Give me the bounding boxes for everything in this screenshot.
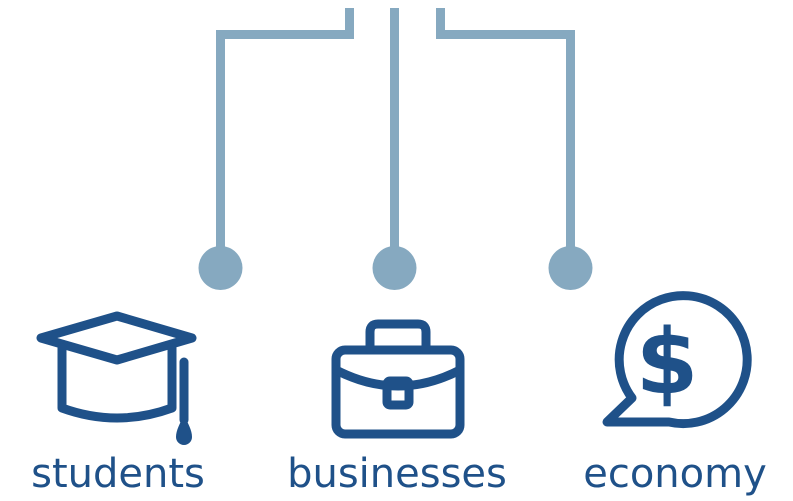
label-businesses: businesses [287,451,507,497]
label-students: students [31,451,205,497]
connector-dot-businesses [372,246,417,290]
tassel-drop-icon [176,414,192,445]
connector-dot-students [198,246,243,290]
connector-dot-economy [548,246,593,290]
dollar-speech-bubble-icon: $ [602,291,752,429]
graduation-cap-icon [36,311,197,425]
connector-line-economy [436,8,575,250]
connector-dots [198,246,593,290]
connector-line-students [216,8,354,250]
briefcase-icon [331,319,465,439]
connectors [216,8,575,250]
label-economy: economy [583,451,767,497]
dollar-sign-icon: $ [636,310,699,415]
